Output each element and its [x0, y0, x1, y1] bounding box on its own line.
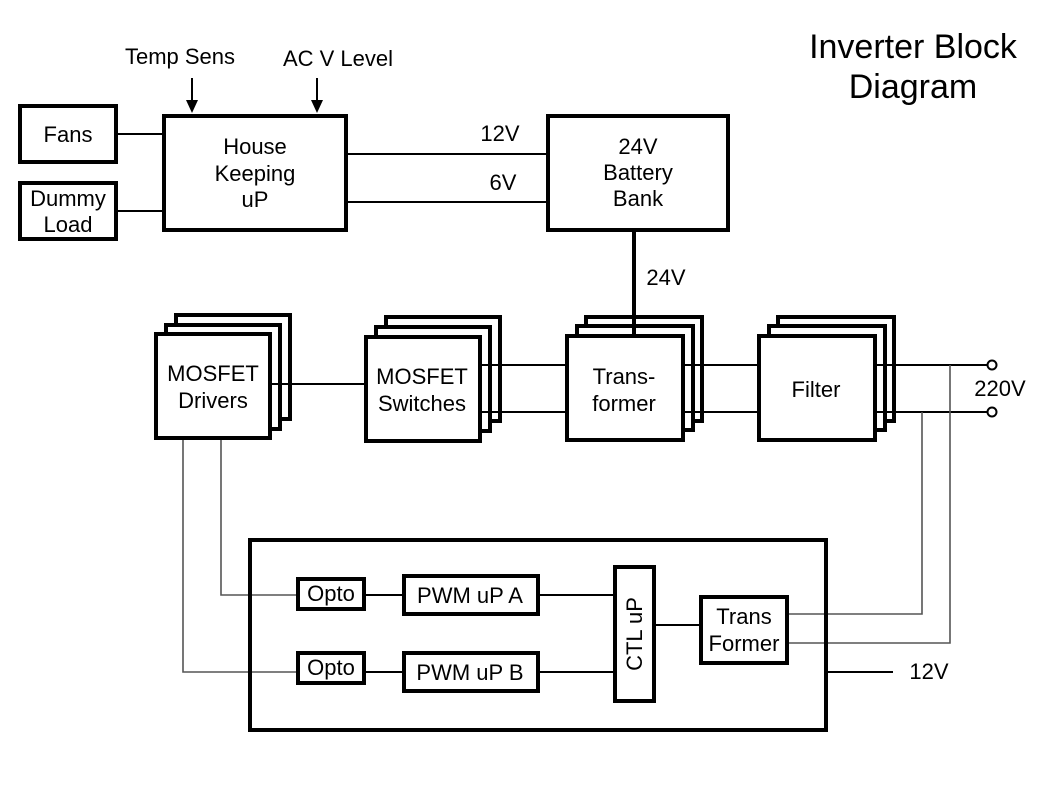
feedback-line-a [784, 365, 951, 644]
supply-label-12v: 12V [909, 659, 948, 684]
control-transformer-block: Trans Former [699, 595, 789, 665]
terminal-icon-220v-a [986, 359, 998, 371]
housekeeping-label-1: House [223, 134, 287, 159]
fans-label: Fans [44, 122, 93, 147]
mosfet-drivers-label-1: MOSFET [167, 361, 259, 386]
filter-label: Filter [792, 377, 841, 402]
opto-b-label: Opto [307, 655, 355, 680]
pwm-up-b-block: PWM uP B [402, 651, 540, 693]
arrow-down-icon [186, 100, 198, 113]
wire-label-6v: 6V [490, 170, 517, 195]
control-board-enclosure [248, 538, 828, 732]
driver-feed-line-a [220, 440, 298, 596]
dummy-load-label-2: Load [44, 212, 93, 237]
ctl-up-block: CTL uP [613, 565, 656, 703]
mosfet-drivers-label-2: Drivers [178, 388, 248, 413]
battery-label-3: Bank [613, 186, 664, 211]
feedback-line-b [784, 412, 923, 615]
control-transformer-label-2: Former [709, 631, 780, 656]
arrow-down-icon [311, 100, 323, 113]
mosfet-switches-label-2: Switches [378, 391, 466, 416]
dummy-load-label-1: Dummy [30, 186, 106, 211]
wire-label-24v: 24V [646, 265, 685, 290]
pwm-b-label: PWM uP B [416, 660, 523, 685]
dummy-load-block: Dummy Load [18, 181, 118, 241]
terminal-icon-220v-b [986, 406, 998, 418]
temp-sens-label: Temp Sens [125, 44, 235, 69]
battery-label-2: Battery [603, 160, 673, 185]
housekeeping-label-2: Keeping [215, 161, 296, 186]
output-label-220v: 220V [974, 376, 1026, 401]
housekeeping-label-3: uP [242, 187, 269, 212]
driver-feed-line-b [182, 440, 298, 673]
mosfet-switches-label-1: MOSFET [376, 364, 468, 389]
transformer-block: Trans- former [565, 300, 704, 442]
opto-a-label: Opto [307, 581, 355, 606]
diagram-title-line-2: Diagram [849, 68, 977, 106]
battery-label-1: 24V [618, 134, 657, 159]
opto-a-block: Opto [296, 577, 366, 611]
ctl-up-label: CTL uP [622, 597, 647, 671]
battery-bank-block: 24V Battery Bank [546, 114, 730, 232]
ac-v-level-label: AC V Level [283, 46, 393, 71]
fans-block: Fans [18, 104, 118, 164]
opto-b-block: Opto [296, 651, 366, 685]
filter-block: Filter [757, 315, 896, 442]
housekeeping-up-block: House Keeping uP [162, 114, 348, 232]
mosfet-switches-block: MOSFET Switches [364, 315, 502, 443]
transformer-label-1: Trans- [593, 364, 656, 389]
mosfet-drivers-block: MOSFET Drivers [154, 313, 292, 440]
control-transformer-label-1: Trans [716, 604, 771, 629]
pwm-a-label: PWM uP A [417, 583, 523, 608]
wire-label-12v: 12V [480, 121, 519, 146]
transformer-label-2: former [592, 391, 656, 416]
diagram-title-line-1: Inverter Block [809, 28, 1018, 66]
pwm-up-a-block: PWM uP A [402, 574, 540, 616]
